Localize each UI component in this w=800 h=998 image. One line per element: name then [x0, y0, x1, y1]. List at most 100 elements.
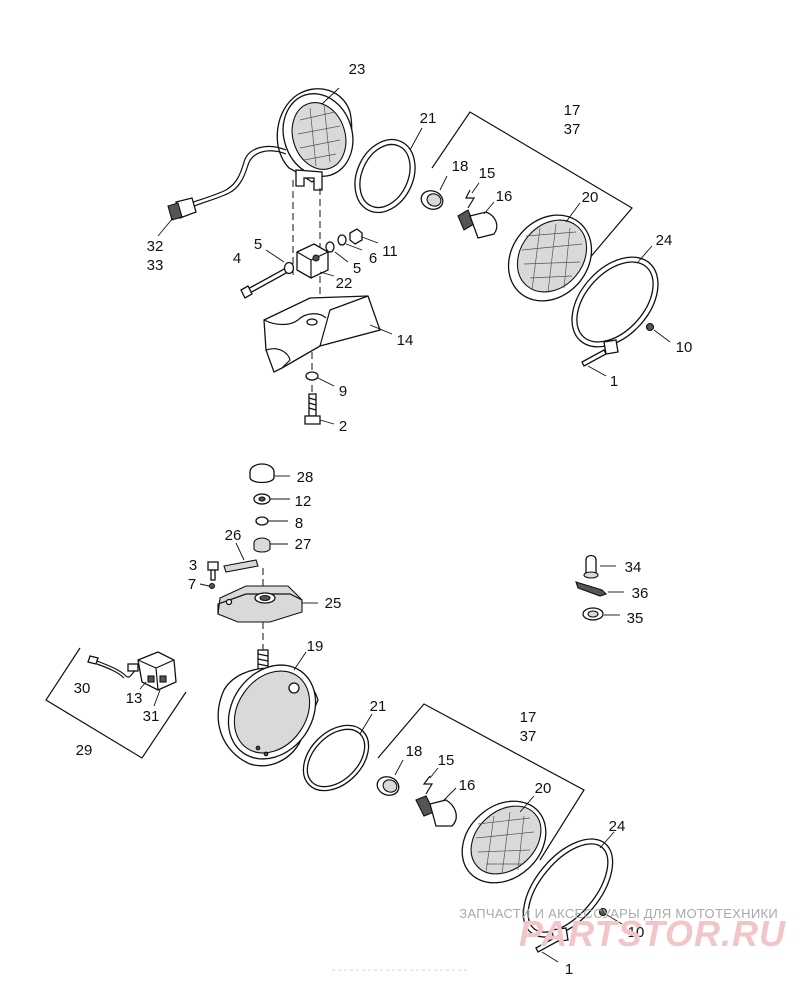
callout-19: 19 — [307, 638, 324, 655]
part-26-plate — [223, 559, 259, 573]
part-8-washer — [255, 516, 269, 526]
part-5-washer — [283, 261, 295, 275]
callout-5-left: 5 — [254, 236, 262, 253]
callout-11: 11 — [382, 243, 398, 260]
callout-21-lower: 21 — [370, 698, 387, 715]
part-12-hole — [258, 496, 266, 502]
part-7-washer — [208, 582, 216, 590]
callout-37-lower: 37 — [520, 728, 537, 745]
part-28-cap — [249, 463, 275, 484]
callout-25: 25 — [325, 595, 342, 612]
callout-20-upper: 20 — [582, 189, 599, 206]
callout-4: 4 — [233, 250, 241, 267]
leader-18-lower — [394, 759, 404, 776]
callout-8: 8 — [295, 515, 303, 532]
leader-9 — [317, 377, 335, 387]
bracket-17-37 — [431, 111, 633, 261]
upper-assembly: 23 32 33 21 17 37 18 15 — [147, 61, 693, 435]
part-34-stud — [583, 554, 599, 579]
part-16-bulb-lower — [415, 795, 457, 827]
callout-15-lower: 15 — [438, 752, 455, 769]
middle-assembly: 28 12 8 27 26 3 7 — [188, 463, 342, 652]
loose-parts: 34 36 35 — [575, 554, 649, 627]
watermark: ЗАПЧАСТИ И АКСЕССУАРЫ ДЛЯ МОТОТЕХНИКИ PA… — [459, 906, 785, 954]
part-22-clamp-block — [296, 243, 329, 279]
part-20-lens-lower — [461, 800, 547, 884]
leader-24-lower — [599, 831, 615, 849]
leader-32 — [157, 217, 174, 237]
callout-10-lower: 10 — [628, 924, 645, 941]
leader-7 — [199, 583, 210, 587]
part-27-bushing — [253, 537, 271, 553]
leader-23 — [321, 87, 340, 105]
part-36-wingnut — [575, 581, 608, 597]
callout-33: 33 — [147, 257, 164, 274]
leader-20-lower — [519, 795, 535, 813]
part-10-nut — [645, 322, 655, 332]
callout-14: 14 — [397, 332, 414, 349]
callout-18-upper: 18 — [452, 158, 469, 175]
leader-31 — [153, 689, 161, 707]
callout-16-lower: 16 — [459, 777, 476, 794]
callout-18-lower: 18 — [406, 743, 423, 760]
part-6-lockwasher — [337, 234, 347, 246]
leader-26 — [235, 542, 245, 561]
part-35-grommet — [582, 607, 604, 621]
callout-3: 3 — [189, 557, 197, 574]
leader-19 — [293, 651, 307, 671]
callout-32: 32 — [147, 238, 164, 255]
callout-6: 6 — [369, 250, 377, 267]
watermark-tagline: ЗАПЧАСТИ И АКСЕССУАРЫ ДЛЯ МОТОТЕХНИКИ — [459, 906, 778, 921]
callout-17-lower: 17 — [520, 709, 537, 726]
callout-29: 29 — [76, 742, 93, 759]
leader-6 — [345, 243, 363, 251]
part-18-socket — [420, 190, 444, 210]
lower-assembly: 29 30 13 31 — [45, 638, 645, 978]
bracket-29 — [45, 647, 187, 759]
part-21-gasket-lower — [302, 724, 370, 792]
callout-16-upper: 16 — [496, 188, 513, 205]
part-11-nut — [349, 228, 363, 245]
callout-35: 35 — [627, 610, 644, 627]
part-19-lamp-housing — [217, 649, 319, 767]
callout-1-lower: 1 — [565, 961, 573, 978]
part-4-bolt-head — [240, 285, 253, 299]
part-23-lamp-housing — [167, 88, 354, 221]
leader-15 — [471, 182, 480, 194]
leader-15-lower — [429, 767, 439, 779]
leader-20 — [565, 202, 581, 223]
callout-20-lower: 20 — [535, 780, 552, 797]
leader-5b — [334, 251, 349, 263]
part-1-screw — [581, 349, 607, 367]
callout-37-upper: 37 — [564, 121, 581, 138]
leader-1 — [587, 365, 607, 377]
leader-13 — [139, 681, 147, 690]
part-24-trim-ring — [571, 256, 659, 355]
part-18-socket-lower — [376, 776, 400, 796]
callout-2: 2 — [339, 418, 347, 435]
callout-24-upper: 24 — [656, 232, 673, 249]
callout-17-upper: 17 — [564, 102, 581, 119]
part-2-bolt — [304, 393, 321, 425]
callout-31: 31 — [143, 708, 160, 725]
leader-22 — [319, 271, 335, 277]
part-20-lens — [507, 214, 593, 302]
callout-9: 9 — [339, 383, 347, 400]
callout-27: 27 — [295, 536, 312, 553]
part-1-screw-lower — [535, 935, 561, 953]
part-5-washer-right — [325, 241, 335, 253]
part-3-screw — [207, 561, 219, 581]
callout-26: 26 — [225, 527, 242, 544]
callout-36: 36 — [632, 585, 649, 602]
leader-24 — [637, 245, 653, 263]
callout-15-upper: 15 — [479, 165, 496, 182]
part-14-mount-bracket — [263, 295, 381, 373]
part-30-wire — [87, 655, 139, 679]
leader-11 — [361, 236, 379, 244]
leader-14 — [369, 324, 393, 335]
callout-22: 22 — [336, 275, 353, 292]
leader-10 — [653, 329, 671, 343]
callout-12: 12 — [295, 493, 312, 510]
part-25-mount-cover — [217, 585, 303, 623]
